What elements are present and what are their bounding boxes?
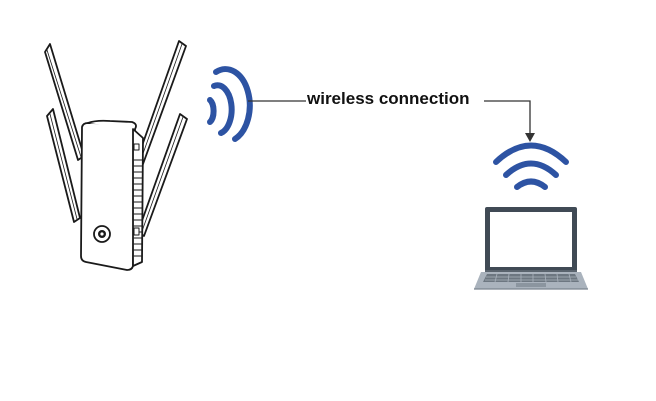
wifi-waves-icon [207,66,253,142]
laptop-icon [474,207,588,290]
wifi-signal-icon [493,142,569,190]
wps-button-icon [93,225,111,243]
arrow-head-icon [525,133,535,142]
connection-line [248,100,531,136]
connection-label: wireless connection [306,89,471,109]
wifi-extender-icon [44,40,188,271]
